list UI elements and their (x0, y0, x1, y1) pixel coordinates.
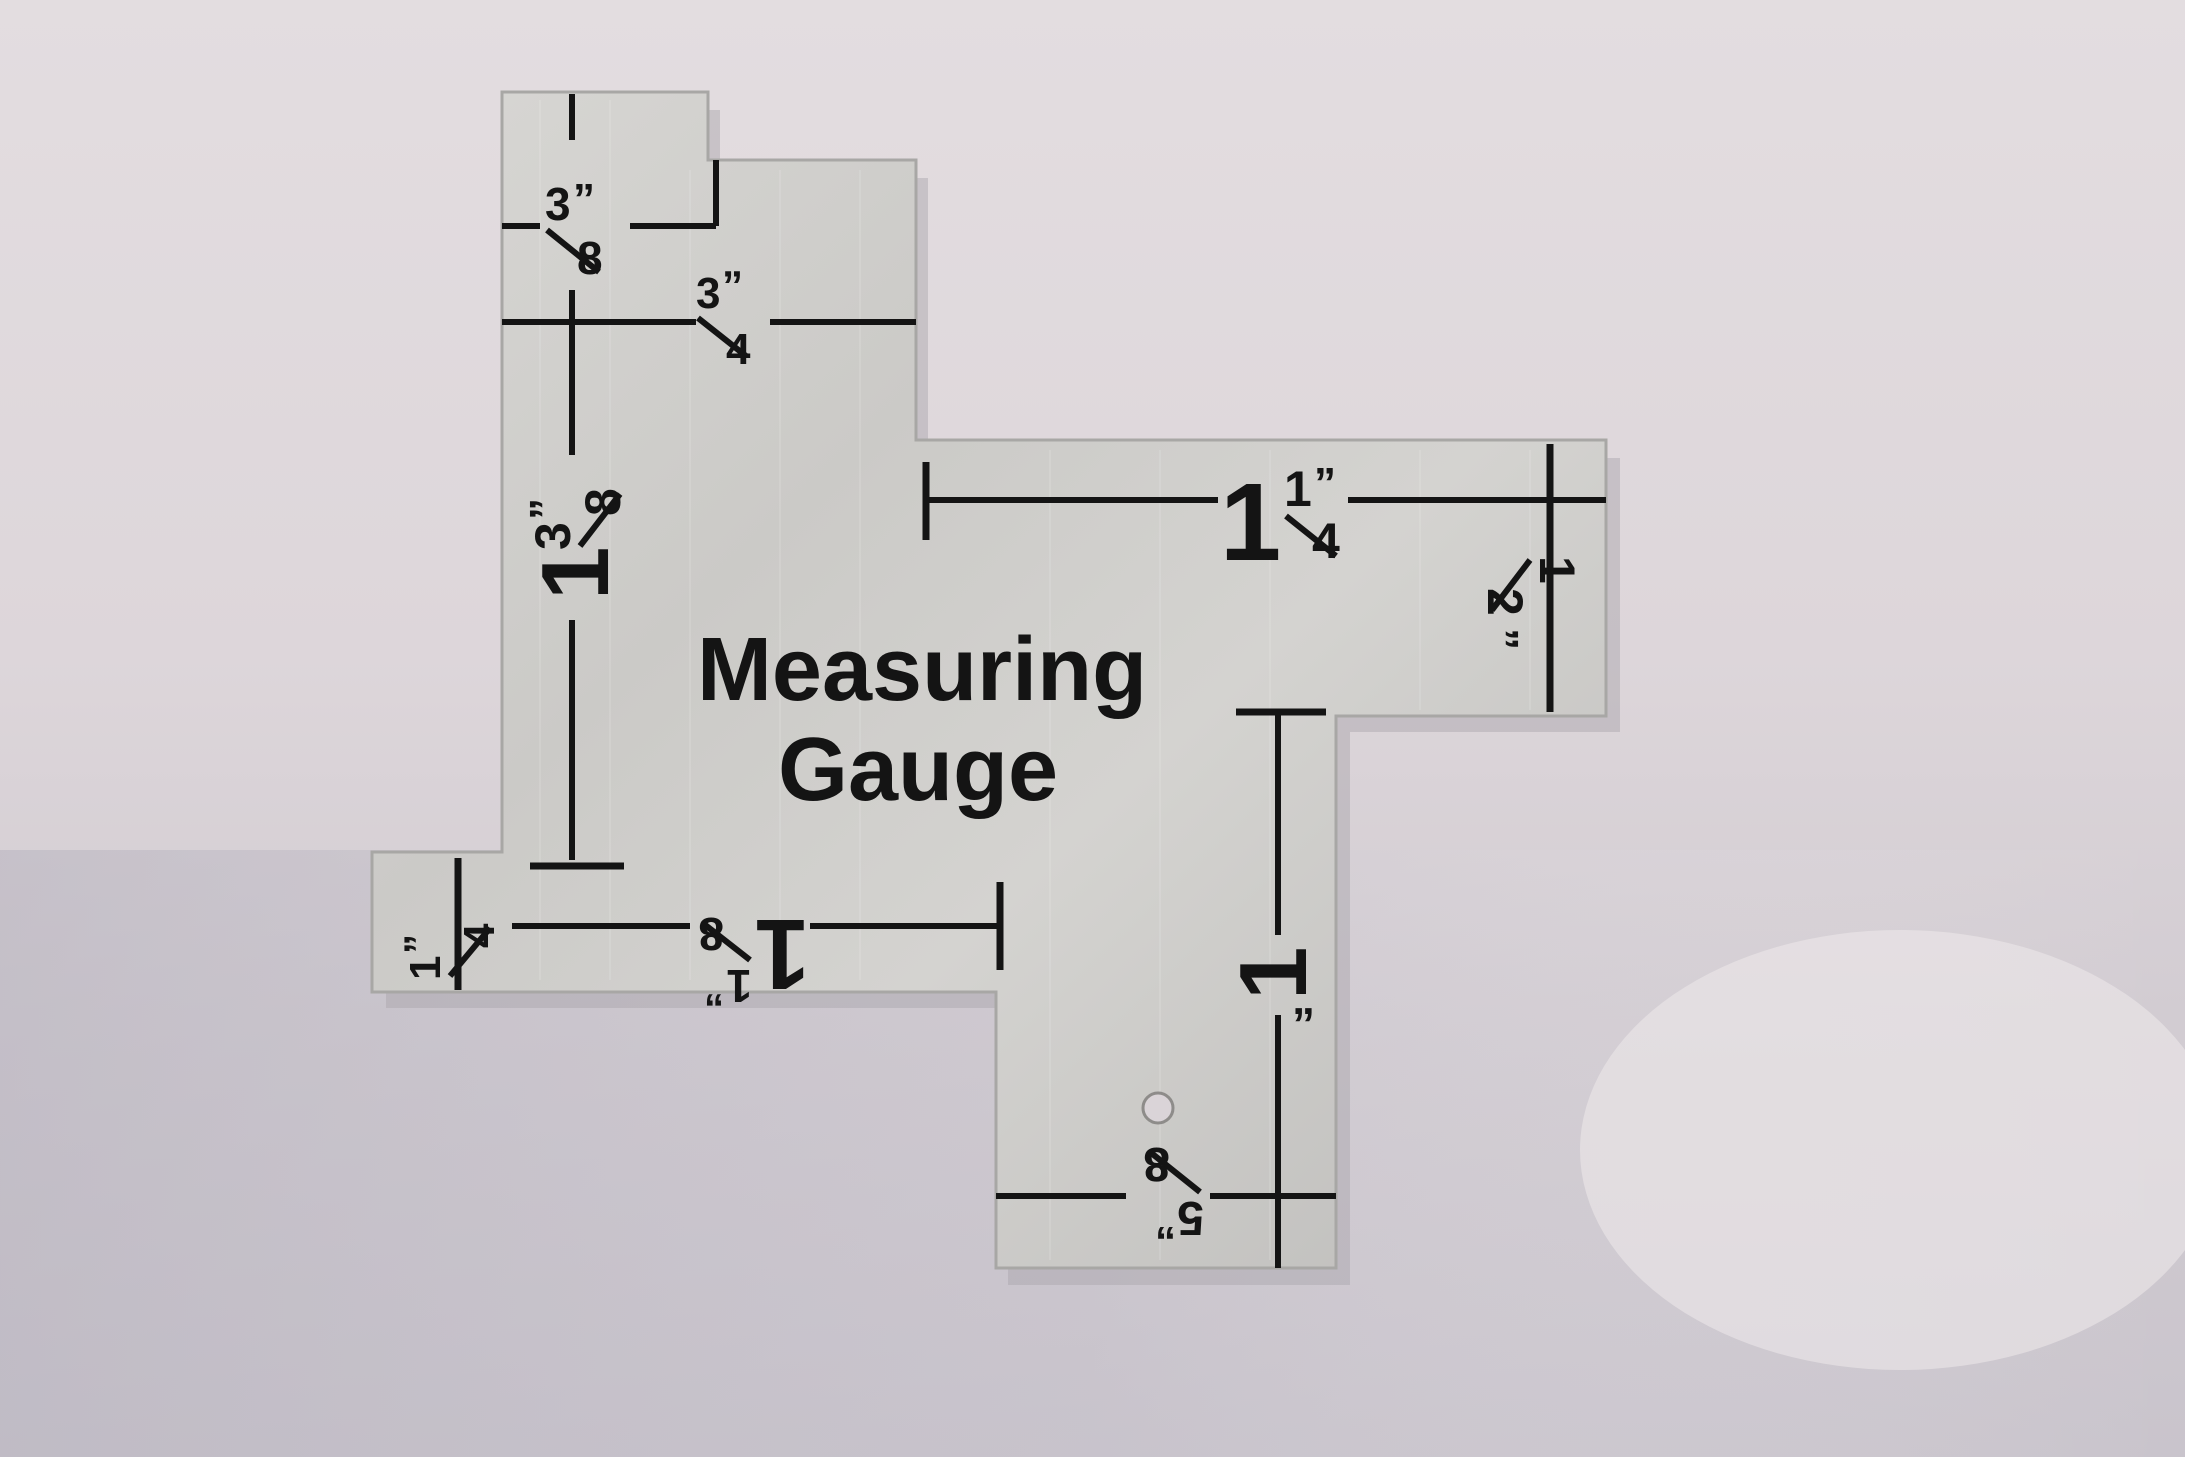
mark-1-1-8-num: 1 (726, 960, 752, 1012)
mark-1-3-8-inch: ” (521, 498, 570, 520)
hanging-hole (1141, 1091, 1175, 1125)
gauge-title-line2: Gauge (778, 720, 1058, 820)
mark-1-2-group: 1 2 ” (1477, 556, 1585, 650)
mark-1-4-num: 1 (401, 956, 450, 980)
mark-3-4-group: 3 ” 4 (502, 262, 916, 374)
mark-1-4-inch: ” (397, 934, 441, 954)
mark-1-2-num: 1 (1529, 556, 1585, 584)
mark-1-inch: ” (1292, 998, 1315, 1050)
notch-3-8: 3 ” 8 (502, 94, 719, 284)
mark-1-1-8-inch: ” (704, 969, 724, 1013)
mark-3-8-den: 8 (577, 232, 603, 284)
mark-5-8-group: 5 ” 8 (996, 1137, 1336, 1248)
mark-1-3-8-den: 8 (575, 488, 631, 516)
mark-1-inch-group: 1 ” (1220, 708, 1327, 1268)
brushed-texture (539, 100, 1531, 1260)
mark-1-1-4-whole: 1 (1220, 461, 1281, 584)
mark-3-8-inch: ” (573, 175, 595, 224)
mark-3-4-num: 3 (696, 269, 720, 318)
mark-5-8-num: 5 (1177, 1191, 1204, 1244)
mark-1-1-8-den: 8 (698, 908, 724, 960)
mark-1-2-den: 2 (1477, 588, 1533, 616)
mark-1-2-inch: ” (1478, 628, 1527, 650)
mark-1-3-8-group: 1 3 ” 8 (521, 290, 631, 870)
mark-1-1-4-group: 1 1 ” 4 (922, 444, 1606, 712)
mark-1-1-8-whole: 1 (754, 898, 810, 1010)
mark-1-3-8-num: 3 (525, 522, 581, 550)
light-spot (1580, 930, 2185, 1370)
mark-1-whole: 1 (1220, 947, 1327, 1000)
mark-1-4-group: 1 ” 4 (397, 858, 690, 990)
gauge-plate (370, 90, 1608, 1270)
mark-1-3-8-whole: 1 (522, 547, 629, 600)
mark-1-1-4-num: 1 (1284, 461, 1312, 517)
mark-5-8-den: 8 (1143, 1137, 1170, 1190)
mark-3-8-num: 3 (545, 178, 571, 230)
mark-1-1-8-group: 1 1 ” 8 (698, 882, 1004, 1013)
gauge-title-line1: Measuring (697, 620, 1147, 720)
mark-1-1-4-inch: ” (1314, 459, 1336, 508)
mark-1-1-4-den: 4 (1312, 513, 1340, 569)
mark-3-4-inch: ” (722, 262, 743, 309)
mark-1-4-den: 4 (455, 923, 504, 948)
mark-3-4-den: 4 (726, 325, 751, 374)
mark-5-8-inch: ” (1155, 1201, 1176, 1248)
